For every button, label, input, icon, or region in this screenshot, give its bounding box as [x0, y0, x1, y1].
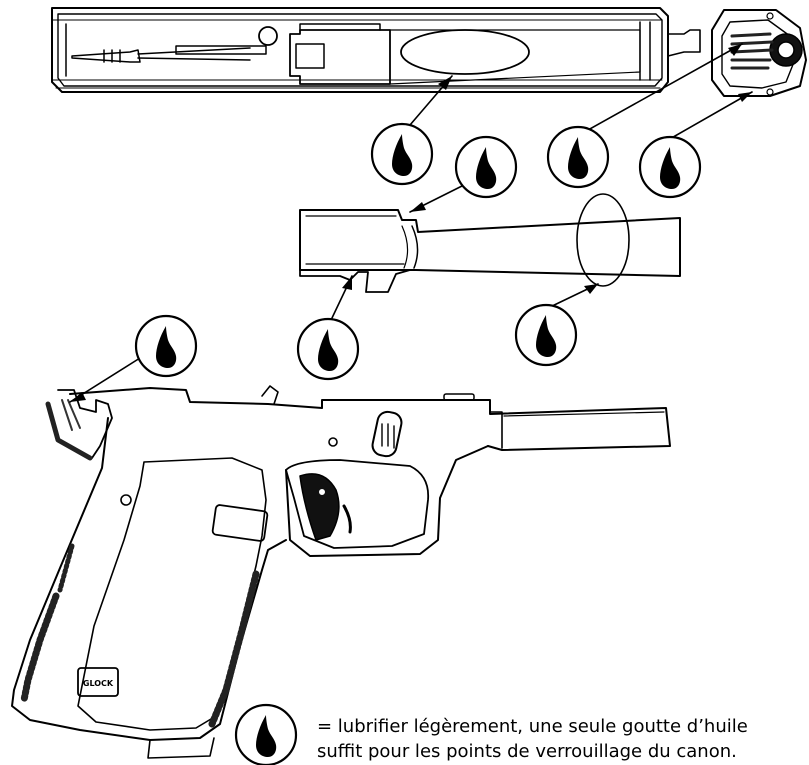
- legend-line-1: = lubrifier légèrement, une seule goutte…: [317, 716, 748, 737]
- legend-line-2: suffit pour les points de verrouillage d…: [317, 741, 737, 762]
- oil-drop-icon: [134, 314, 198, 378]
- legend-text: = lubrifier légèrement, une seule goutte…: [317, 714, 805, 764]
- oil-drop-icon: [546, 125, 610, 189]
- breech-face-drawing: [711, 9, 807, 97]
- oil-drop-icon: [638, 135, 702, 199]
- slide-drawing: [51, 7, 701, 93]
- oil-drop-icon: [370, 122, 434, 186]
- barrel-drawing: [299, 193, 681, 293]
- legend-oil-drop-icon: [234, 703, 298, 765]
- frame-drawing: GLOCK: [11, 385, 671, 759]
- oil-drop-icon: [454, 135, 518, 199]
- oil-drop-icon: [296, 317, 360, 381]
- arrowheads: [70, 44, 752, 402]
- oil-drop-icon: [514, 303, 578, 367]
- frame-logo: GLOCK: [83, 679, 114, 688]
